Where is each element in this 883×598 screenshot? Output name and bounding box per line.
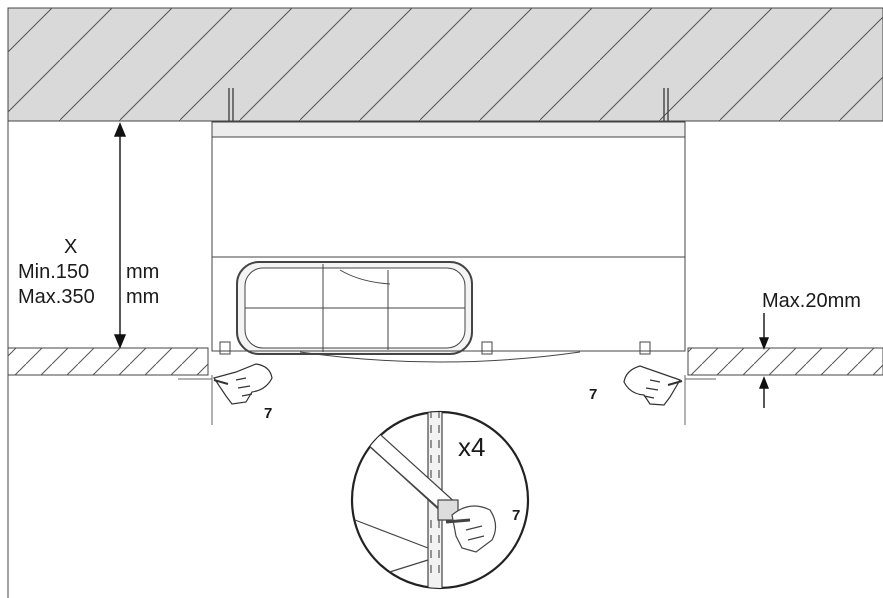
unit-outline-lines: [178, 375, 716, 425]
dimension-unit-max: mm: [126, 286, 159, 308]
false-ceiling: [7, 347, 883, 376]
dimension-x-arrow: [113, 122, 127, 349]
threaded-rods: [228, 88, 669, 122]
dimension-unit-min: mm: [126, 261, 159, 283]
cassette-unit: [211, 136, 686, 363]
wrench-hand-left-icon: [213, 363, 273, 405]
step-right-number: 7: [589, 386, 597, 403]
mounting-plate: [211, 121, 686, 138]
detail-count: x4: [458, 432, 485, 462]
detail-view: [350, 410, 530, 590]
dimension-x-letter: X: [64, 236, 77, 258]
offset-label: Max.20mm: [762, 290, 861, 312]
offset-arrows: [758, 313, 770, 408]
wrench-hand-right-icon: [623, 365, 683, 406]
ceiling-slab: [7, 7, 883, 122]
dimension-max: Max.350: [18, 286, 95, 308]
step-left-number: 7: [264, 405, 272, 422]
detail-step-number: 7: [512, 507, 520, 524]
dimension-min: Min.150: [18, 261, 89, 283]
